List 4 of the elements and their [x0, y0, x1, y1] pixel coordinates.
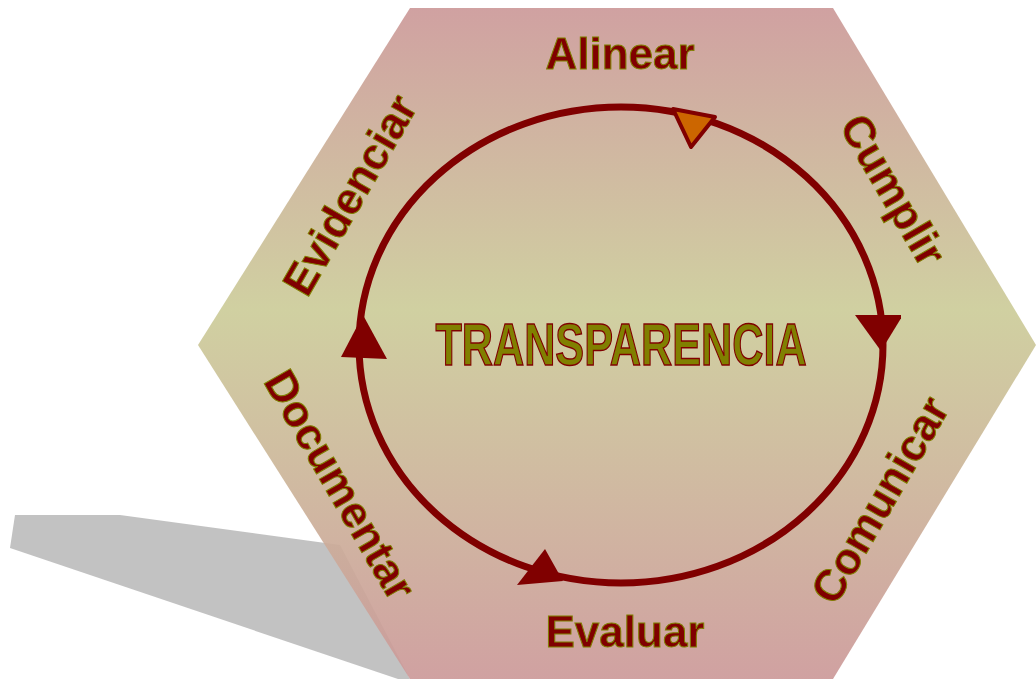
- hexagon-panel: [198, 8, 1036, 679]
- step-label: Evaluar: [545, 610, 705, 654]
- center-title: TRANSPARENCIA: [435, 315, 807, 375]
- step-label: Alinear: [545, 32, 695, 76]
